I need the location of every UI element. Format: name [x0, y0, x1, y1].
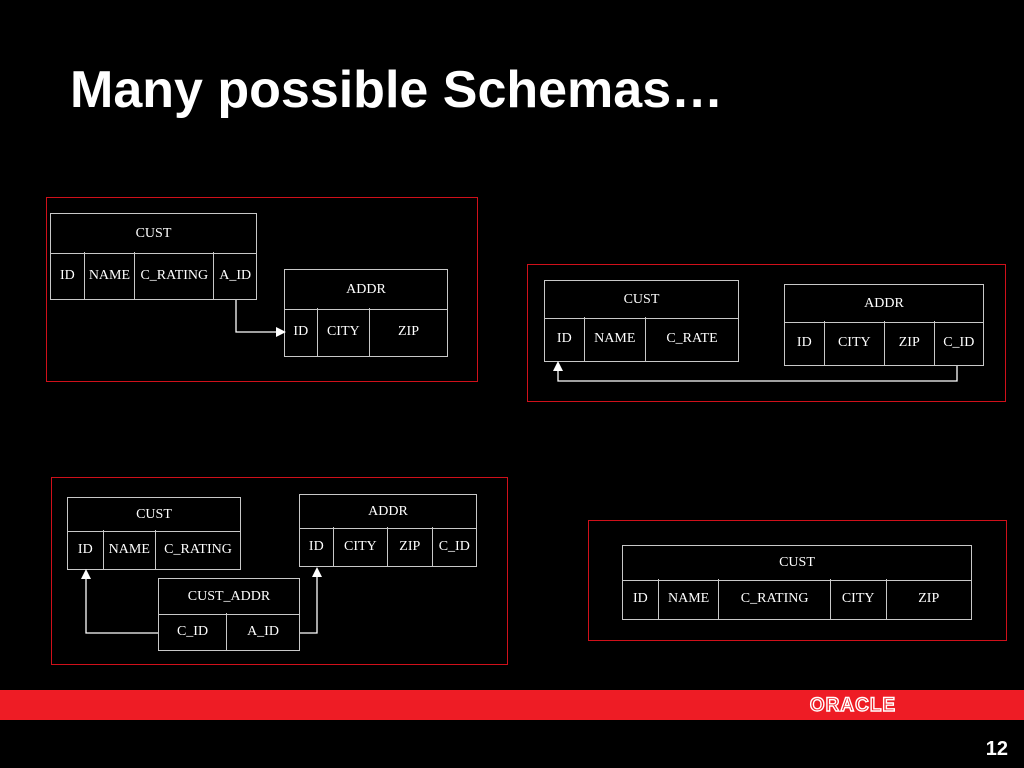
column-cell: NAME	[102, 530, 155, 569]
column-cell: A_ID	[226, 613, 299, 650]
column-cell: ID	[59, 267, 75, 283]
schema-b-addr-table: ADDR ID CITY ZIP C_ID	[784, 284, 984, 366]
column-cell: C_RATING	[154, 530, 240, 569]
column-cell: ID	[796, 335, 812, 350]
schema-c-addr-table: ADDR ID CITY ZIP C_ID	[299, 494, 477, 567]
schema-a-cust-table: CUST ID NAME C_RATING A_ID	[50, 213, 257, 300]
column-cell: C_RATING	[718, 579, 829, 619]
schema-c-cust-addr-table: CUST_ADDR C_ID A_ID	[158, 578, 300, 651]
schema-a-panel	[46, 197, 478, 382]
column-cell: NAME	[583, 317, 645, 361]
column-cell: NAME	[657, 579, 719, 619]
column-cell: C_RATE	[644, 317, 738, 361]
column-cell: ID	[77, 541, 93, 557]
column-cell: C_ID	[431, 527, 477, 566]
table-name: ADDR	[300, 495, 476, 529]
column-cell: CITY	[332, 527, 387, 566]
schema-c-panel	[51, 477, 508, 665]
column-cell: A_ID	[213, 252, 256, 299]
column-cell: ID	[308, 538, 324, 554]
table-name: CUST_ADDR	[159, 579, 299, 615]
column-cell: CITY	[316, 308, 369, 356]
column-cell: C_ID	[176, 623, 209, 639]
column-cell: ZIP	[368, 308, 447, 356]
schema-d-panel	[588, 520, 1007, 641]
table-name: CUST	[545, 281, 738, 319]
column-cell: ID	[633, 591, 648, 606]
schema-b-cust-table: CUST ID NAME C_RATE	[544, 280, 739, 362]
slide-number: 12	[985, 738, 1008, 760]
column-cell: ZIP	[884, 321, 934, 365]
footer-band	[0, 690, 1024, 720]
table-name: CUST	[51, 214, 256, 254]
table-name: ADDR	[285, 270, 447, 310]
schema-d-cust-table: CUST ID NAME C_RATING CITY ZIP	[622, 545, 972, 620]
schema-b-panel	[527, 264, 1006, 402]
schema-a-addr-table: ADDR ID CITY ZIP	[284, 269, 448, 357]
schema-c-cust-table: CUST ID NAME C_RATING	[67, 497, 241, 570]
column-cell: C_ID	[933, 321, 984, 365]
column-cell: C_RATING	[134, 252, 213, 299]
column-cell: CITY	[823, 321, 884, 365]
table-name: ADDR	[785, 285, 983, 323]
svg-text:ORACLE: ORACLE	[810, 695, 896, 716]
slide-title: Many possible Schemas…	[70, 61, 724, 119]
oracle-logo: ORACLE	[809, 694, 896, 716]
column-cell: CITY	[829, 579, 886, 619]
column-cell: ID	[293, 324, 309, 339]
table-name: CUST	[623, 546, 971, 581]
column-cell: ZIP	[387, 527, 432, 566]
column-cell: NAME	[83, 252, 135, 299]
column-cell: ID	[556, 331, 572, 346]
table-name: CUST	[68, 498, 240, 532]
column-cell: ZIP	[885, 579, 972, 619]
